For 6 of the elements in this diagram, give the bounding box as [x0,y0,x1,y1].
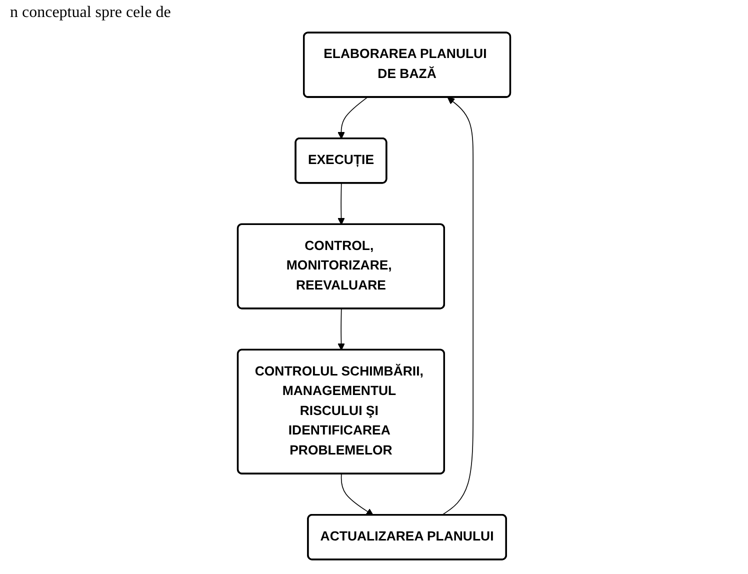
arrow [340,474,374,516]
text-fragment: n conceptual spre cele de [10,4,172,22]
arrow [338,97,368,140]
arrow [338,182,345,225]
arrow [338,308,345,350]
arrow [441,97,474,516]
